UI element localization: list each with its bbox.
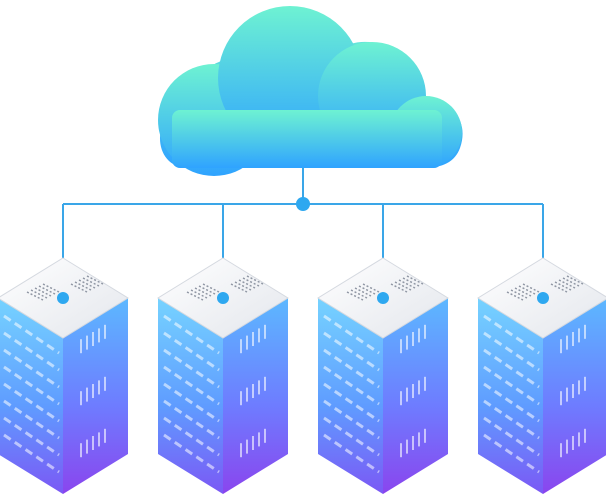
server-rack-icon — [0, 257, 129, 494]
server-node — [217, 292, 229, 304]
server-node — [377, 292, 389, 304]
network-connector — [62, 168, 544, 298]
cloud-icon — [158, 6, 463, 176]
server-node — [537, 292, 549, 304]
server-rack-icon — [317, 257, 449, 494]
server-rack-icon — [477, 257, 606, 494]
server-node — [57, 292, 69, 304]
hub-node — [296, 197, 310, 211]
server-rack-icon — [157, 257, 289, 494]
